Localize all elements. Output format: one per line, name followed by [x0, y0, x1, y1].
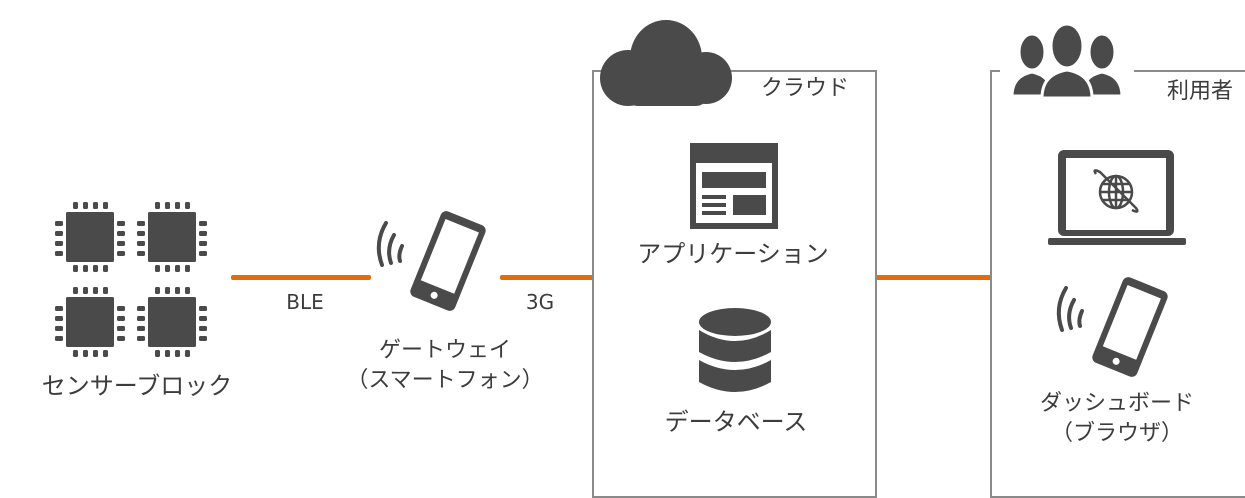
web-app-icon — [690, 143, 778, 229]
chip-icon — [55, 202, 207, 357]
laptop-globe-icon — [1048, 150, 1186, 245]
database-label: データベース — [664, 408, 808, 436]
3g-link-line — [500, 275, 594, 280]
cloud-title: クラウド — [760, 76, 850, 101]
cloud-box — [592, 70, 877, 498]
cloud-icon — [600, 20, 732, 106]
dashboard-phone-icon — [1056, 277, 1168, 377]
sensor-block-label: センサーブロック — [41, 372, 233, 400]
users-title: 利用者 — [1166, 79, 1234, 104]
3g-label: 3G — [525, 290, 555, 314]
application-label: アプリケーション — [637, 240, 829, 268]
database-icon — [699, 308, 771, 392]
gateway-label-line1: ゲートウェイ — [378, 338, 512, 363]
dashboard-label-line2: （ブラウザ） — [1050, 421, 1184, 446]
dashboard-label-line1: ダッシュボード — [1039, 391, 1195, 416]
gateway-label-line2: （スマートフォン） — [346, 368, 544, 393]
ble-link-line — [231, 275, 371, 280]
users-icon — [1000, 22, 1134, 106]
ble-label: BLE — [286, 290, 324, 314]
cloud-users-link-line — [874, 275, 992, 280]
users-box — [990, 70, 1245, 498]
smartphone-wireless-icon — [376, 211, 486, 311]
